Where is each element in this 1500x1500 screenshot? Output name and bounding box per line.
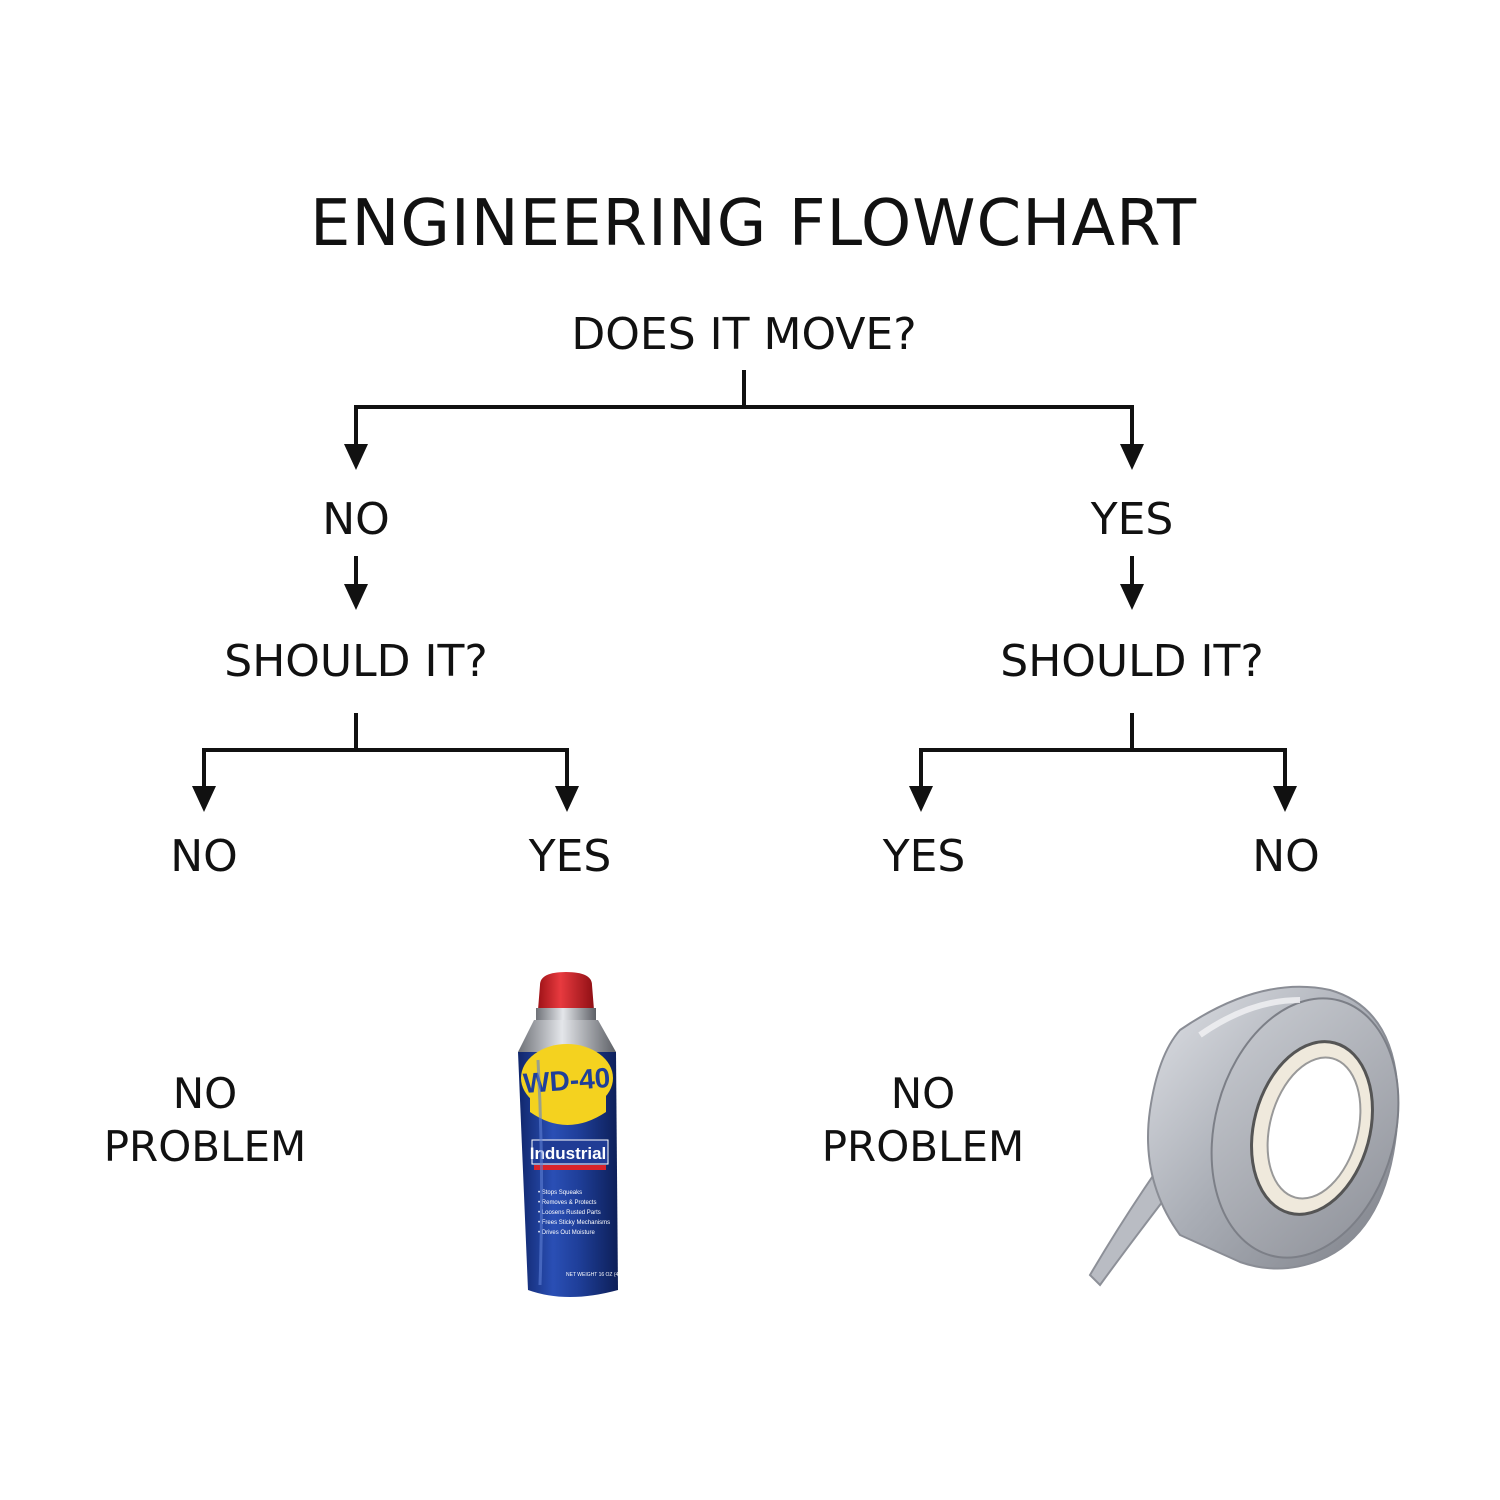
page-title: ENGINEERING FLOWCHART — [310, 187, 1198, 261]
result-line-2: PROBLEM — [103, 1121, 307, 1171]
arrowhead-rl — [909, 786, 933, 812]
arrowhead-right-mid — [1120, 584, 1144, 610]
left-right-answer: YES — [528, 831, 612, 882]
left-result-no-problem: NO PROBLEM — [90, 1068, 320, 1173]
left-branch-answer: NO — [322, 494, 390, 545]
root-question: DOES IT MOVE? — [571, 309, 917, 360]
arrowhead-lr — [555, 786, 579, 812]
right-result-no-problem: NO PROBLEM — [808, 1068, 1038, 1173]
right-left-answer: YES — [882, 831, 966, 882]
can-bullet-4: • Frees Sticky Mechanisms — [538, 1220, 610, 1226]
arrowhead-right-yes — [1120, 444, 1144, 470]
can-bullet-3: • Loosens Rusted Parts — [538, 1210, 601, 1216]
right-right-answer: NO — [1252, 831, 1320, 882]
can-weight: NET WEIGHT 16 OZ (454g) — [566, 1272, 629, 1278]
result-line-2: PROBLEM — [821, 1121, 1025, 1171]
result-line-1: NO — [890, 1069, 956, 1118]
can-line-text: Industrial — [530, 1144, 607, 1163]
arrowhead-left-mid — [344, 584, 368, 610]
can-bullet-5: • Drives Out Moisture — [538, 1230, 595, 1236]
result-line-1: NO — [172, 1069, 238, 1118]
left-left-answer: NO — [170, 831, 238, 882]
arrowhead-rr — [1273, 786, 1297, 812]
can-bullet-1: • Stops Squeaks — [538, 1190, 582, 1196]
left-branch-question: SHOULD IT? — [224, 636, 488, 687]
right-branch-question: SHOULD IT? — [1000, 636, 1264, 687]
arrowhead-left-no — [344, 444, 368, 470]
arrowhead-ll — [192, 786, 216, 812]
right-branch-answer: YES — [1090, 494, 1174, 545]
can-bullet-2: • Removes & Protects — [538, 1200, 596, 1206]
